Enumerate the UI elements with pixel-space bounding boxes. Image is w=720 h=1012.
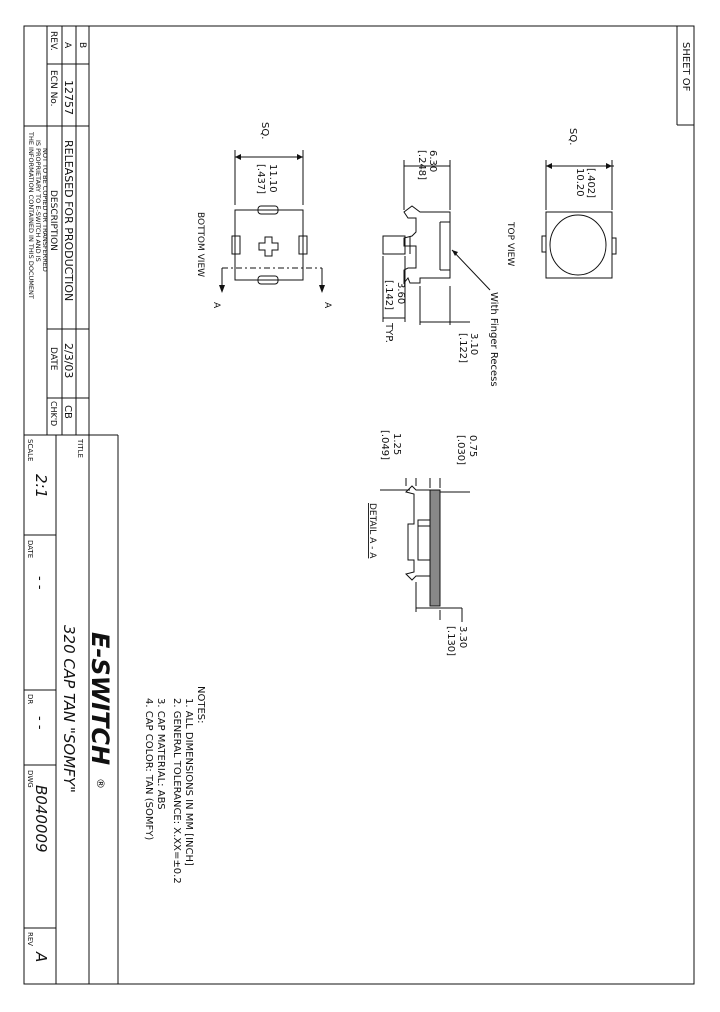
logo-text: E-SWITCH xyxy=(86,632,114,765)
e-switch-logo: E-SWITCH ® xyxy=(86,632,114,789)
detail-offset-inch: [.049] xyxy=(379,430,390,460)
detail-wall-inch: [.030] xyxy=(455,435,466,465)
top-view-cap-circle xyxy=(549,214,607,276)
note-2: 2. GENERAL TOLERANCE: X.XX=±0.2 xyxy=(171,698,182,884)
pin-inch: [.142] xyxy=(383,280,394,310)
dwg-number: B040009 xyxy=(32,785,50,853)
proprietary-line-3: NOT TO BE COPIED OR TRANSFERRED xyxy=(41,148,49,272)
bottom-view-cross-mark xyxy=(258,236,279,257)
date-label: DATE xyxy=(26,540,34,558)
detail-pin xyxy=(417,519,431,561)
bottom-sq-prefix: SQ. xyxy=(259,122,270,139)
top-view-outline xyxy=(545,211,613,279)
detail-depth-mm: 3.30 xyxy=(457,626,468,648)
height-inch: [.248] xyxy=(416,150,427,180)
bottom-view: A A SQ. 11.10 [.437] BOTTOM VIEW xyxy=(195,122,332,309)
logo-registered-mark: ® xyxy=(94,778,107,789)
height-mm: 6.30 xyxy=(427,150,438,172)
scale-value: 2:1 xyxy=(32,474,50,498)
top-view-label: TOP VIEW xyxy=(505,221,515,266)
rev-header: REV. xyxy=(48,31,58,51)
ecn-header: ECN No. xyxy=(48,70,58,107)
proprietary-line-1: THE INFORMATION CONTAINED IN THIS DOCUME… xyxy=(27,131,35,299)
bottom-view-tab-right xyxy=(298,235,308,255)
dr-value: - - xyxy=(32,716,47,730)
bottom-view-label: BOTTOM VIEW xyxy=(195,212,205,277)
detail-wall-section xyxy=(429,489,441,607)
detail-wall-mm: 0.75 xyxy=(467,435,478,457)
side-view: 6.30 [.248] 3.60 [.142] TYP. 3.10 [.122]… xyxy=(382,150,499,387)
proprietary-line-2: IS PROPRIETARY TO E-SWITCH AND IS xyxy=(34,140,42,262)
section-marker-left: A xyxy=(211,302,221,309)
detail-offset-mm: 1.25 xyxy=(391,433,402,455)
top-sq-prefix: SQ. xyxy=(567,128,578,145)
bottom-sq-mm: 11.10 xyxy=(267,164,278,193)
title-block: SCALE 2:1 DATE - - DR - - DWG B040009 RE… xyxy=(24,435,119,984)
note-4: 4. CAP COLOR: TAN (SOMFY) xyxy=(143,698,154,840)
bottom-view-tab-left xyxy=(231,235,241,255)
chkd-row-a: CB xyxy=(62,405,73,419)
scale-label: SCALE xyxy=(26,439,34,461)
dr-label: DR xyxy=(26,694,34,704)
notes-heading: NOTES: xyxy=(195,686,206,724)
date-row-a: 2/3/03 xyxy=(62,343,75,378)
detail-depth-inch: [.130] xyxy=(445,626,456,656)
top-view: SQ. 10.20 [.402] TOP VIEW xyxy=(505,128,617,279)
note-1: 1. ALL DIMENSIONS IN MM [INCH] xyxy=(183,698,194,866)
drawing-title: 320 CAP TAN "SOMFY" xyxy=(60,625,78,793)
finger-recess-note: With Finger Recess xyxy=(488,292,499,387)
description-row-a: RELEASED FOR PRODUCTION xyxy=(62,140,75,301)
top-sq-inch: [.402] xyxy=(585,168,596,198)
dwg-label: DWG xyxy=(26,770,34,788)
bottom-view-outline xyxy=(234,209,304,281)
notes: NOTES: 1. ALL DIMENSIONS IN MM [INCH] 2.… xyxy=(143,686,206,884)
date-value: - - xyxy=(32,576,47,590)
top-view-tab-left xyxy=(541,235,547,253)
sheet-of-box: SHEET OF xyxy=(676,26,694,126)
top-sq-mm: 10.20 xyxy=(574,168,585,197)
sheet-border xyxy=(23,25,695,985)
title-label: TITLE xyxy=(76,438,84,458)
note-3: 3. CAP MATERIAL: ABS xyxy=(155,698,166,810)
ecn-row-a: 12757 xyxy=(62,80,75,115)
rev-label: REV xyxy=(26,932,34,946)
depth-mm: 3.10 xyxy=(468,333,479,355)
detail-label: DETAIL A - A xyxy=(367,503,377,559)
bottom-view-tab-bottom xyxy=(257,275,279,285)
detail-profile xyxy=(405,485,430,581)
section-marker-right: A xyxy=(322,302,332,309)
pin-typ: TYP. xyxy=(383,322,394,343)
date-header: DATE xyxy=(48,347,58,371)
detail-a-a: 0.75 [.030] 1.25 [.049] 3.30 [.130] DETA… xyxy=(367,430,478,656)
revision-block: REV. ECN No. DESCRIPTION DATE CHK'D A 12… xyxy=(24,26,118,436)
top-view-tab-right xyxy=(611,237,617,255)
description-header: DESCRIPTION xyxy=(48,190,58,251)
rev-row-b: B xyxy=(77,42,87,48)
sheet-of-label: SHEET OF xyxy=(680,42,691,92)
rev-row-a: A xyxy=(62,42,72,49)
bottom-view-tab-top xyxy=(257,205,279,215)
chkd-header: CHK'D xyxy=(49,401,58,426)
side-view-pin xyxy=(382,235,406,255)
side-view-profile xyxy=(403,205,451,285)
depth-inch: [.122] xyxy=(457,333,468,363)
bottom-sq-inch: [.437] xyxy=(255,164,266,194)
pin-mm: 3.60 xyxy=(395,282,406,304)
rev-value: A xyxy=(32,951,50,962)
